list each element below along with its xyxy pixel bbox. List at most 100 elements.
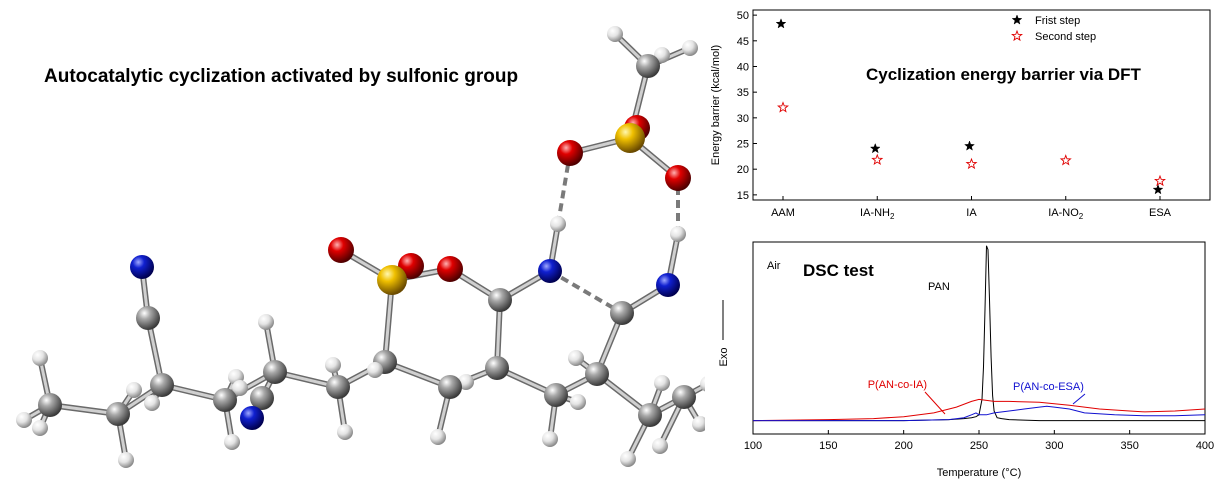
carbon-atom: [585, 362, 609, 386]
curve-label: PAN: [928, 281, 950, 293]
sulfur-atom: [615, 123, 645, 153]
label-pointer: [1072, 393, 1086, 405]
y-axis-label: Exo: [718, 348, 730, 367]
hydrogen-bond: [548, 269, 624, 315]
x-tick-label: 400: [1196, 440, 1214, 452]
y-tick-label: 35: [737, 87, 749, 99]
curve-label: P(AN-co-ESA): [1013, 381, 1084, 393]
y-tick-label: 25: [737, 139, 749, 151]
p-an-co-esa-curve: [753, 405, 1206, 422]
hydrogen-atom: [682, 40, 698, 56]
x-tick-label: 150: [819, 440, 837, 452]
hydrogen-atom: [654, 47, 670, 63]
molecule-atoms: [16, 26, 716, 468]
carbon-atom: [38, 393, 62, 417]
data-points: [775, 18, 1166, 195]
x-tick-label: IA: [966, 207, 977, 219]
hydrogen-atom: [670, 226, 686, 242]
carbon-atom: [638, 403, 662, 427]
hydrogen-atom: [654, 375, 670, 391]
pan-curve: [753, 245, 1205, 422]
legend-label: Second step: [1035, 31, 1096, 43]
carbon-atom: [150, 373, 174, 397]
y-tick-label: 45: [737, 36, 749, 48]
atmosphere-label: Air: [767, 260, 781, 272]
y-axis-label: Energy barrier (kcal/mol): [710, 45, 722, 165]
hydrogen-atom: [367, 362, 383, 378]
carbon-atom: [488, 288, 512, 312]
hydrogen-atom: [620, 451, 636, 467]
x-tick-label: 100: [744, 440, 762, 452]
hydrogen-atom: [232, 380, 248, 396]
y-tick-label: 15: [737, 190, 749, 202]
second-step-point: [1059, 154, 1072, 166]
x-tick-label: ESA: [1149, 207, 1172, 219]
oxygen-atom: [328, 237, 354, 263]
nitrogen-atom: [656, 273, 680, 297]
carbon-atom: [485, 356, 509, 380]
carbon-atom: [326, 375, 350, 399]
first-step-point: [1152, 184, 1164, 195]
second-step-point: [1154, 174, 1166, 187]
first-step-point: [869, 142, 881, 154]
hydrogen-atom: [692, 416, 708, 432]
label-pointer: [924, 391, 946, 415]
legend-label: Frist step: [1035, 15, 1080, 27]
legend-marker: [1011, 14, 1023, 25]
hydrogen-atom: [652, 438, 668, 454]
first-step-point: [775, 18, 787, 29]
hydrogen-atom: [607, 26, 623, 42]
oxygen-atom: [437, 256, 463, 282]
carbon-atom: [544, 383, 568, 407]
hydrogen-atom: [32, 420, 48, 436]
plot-frame: [752, 9, 1211, 201]
hydrogen-atom: [32, 350, 48, 366]
nitrogen-atom: [240, 406, 264, 430]
carbon-atom: [213, 388, 237, 412]
hydrogen-atom: [568, 350, 584, 366]
hydrogen-atom: [542, 431, 558, 447]
carbon-atom: [263, 360, 287, 384]
x-tick-subscript: 2: [890, 212, 895, 221]
carbon-atom: [106, 402, 130, 426]
dsc-curves: [752, 245, 1206, 422]
y-tick-label: 30: [737, 113, 749, 125]
y-tick-label: 50: [737, 10, 749, 22]
x-tick-subscript: 2: [1079, 212, 1084, 221]
hydrogen-atom: [16, 412, 32, 428]
hydrogen-atom: [550, 216, 566, 232]
hydrogen-atom: [224, 434, 240, 450]
hydrogen-atom: [337, 424, 353, 440]
hydrogen-atom: [570, 394, 586, 410]
hydrogen-atom: [118, 452, 134, 468]
hydrogen-atom: [458, 374, 474, 390]
x-axis-label: Temperature (°C): [937, 467, 1021, 479]
carbon-atom: [136, 306, 160, 330]
x-tick-label: IA-NO2: [1048, 207, 1084, 221]
nitrogen-atom: [130, 255, 154, 279]
second-step-point: [871, 153, 884, 166]
oxygen-atom: [557, 140, 583, 166]
carbon-atom: [438, 375, 462, 399]
hydrogen-atom: [325, 357, 341, 373]
hydrogen-atom: [258, 314, 274, 330]
carbon-atom: [610, 301, 634, 325]
chart-title: DSC test: [803, 261, 874, 280]
second-step-point: [965, 157, 978, 170]
p-an-co-ia-curve: [752, 398, 1206, 422]
carbon-atom: [250, 386, 274, 410]
molecule-bonds: [21, 31, 711, 463]
y-tick-label: 40: [737, 61, 749, 73]
hydrogen-atom: [126, 382, 142, 398]
first-step-point: [964, 140, 975, 151]
x-tick-label: 350: [1120, 440, 1138, 452]
nitrogen-atom: [538, 259, 562, 283]
